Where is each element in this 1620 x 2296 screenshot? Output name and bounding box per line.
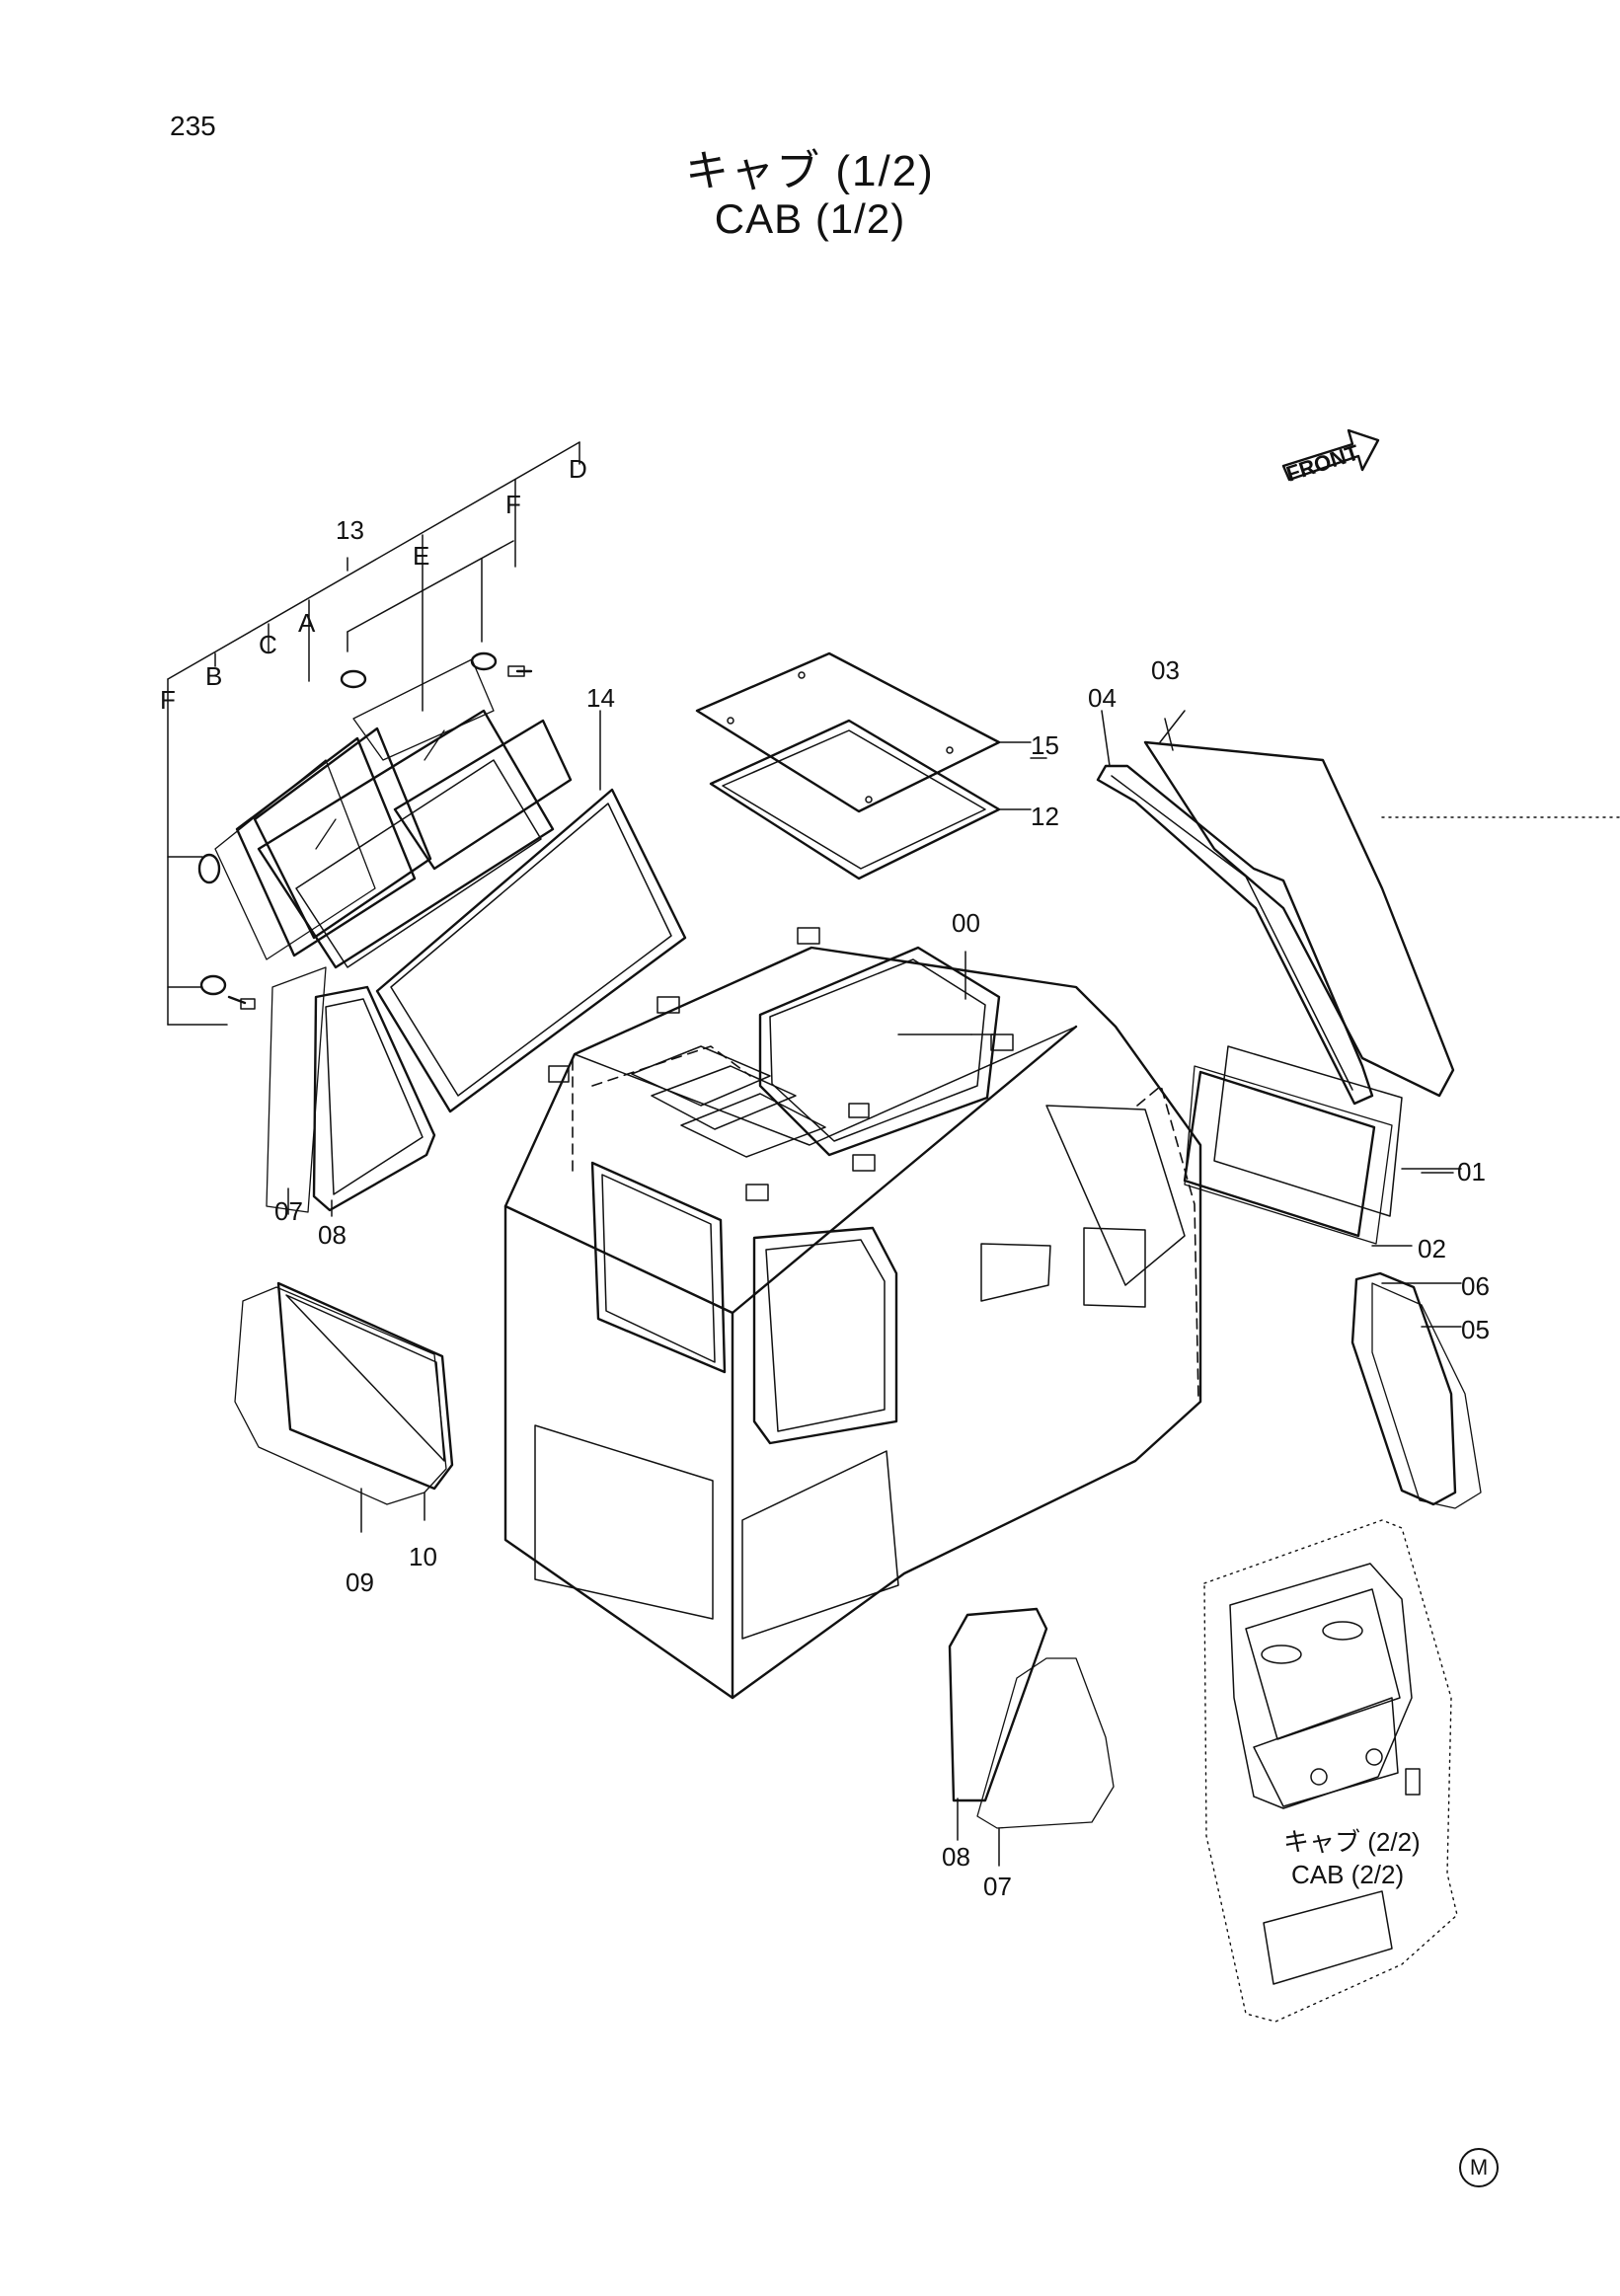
- left-triangle-window: [266, 966, 436, 1213]
- callout-C: C: [259, 630, 277, 659]
- callout-12: 12: [1031, 802, 1059, 831]
- callout-03: 03: [1151, 655, 1180, 685]
- bottom-triangle-window: [948, 1607, 1115, 1867]
- callout-F-top: F: [505, 490, 521, 519]
- rear-window-assembly: [214, 658, 687, 1113]
- callout-B: B: [205, 661, 223, 691]
- circled-m-mark: M: [1459, 2148, 1499, 2187]
- callout-E: E: [413, 541, 430, 571]
- callout-04: 04: [1088, 683, 1117, 713]
- callout-08-left: 08: [318, 1220, 347, 1250]
- page-title-english: CAB (1/2): [714, 195, 906, 242]
- callout-01: 01: [1457, 1157, 1486, 1186]
- part-13-leader-bracket: [167, 441, 580, 1026]
- clip-and-bolt-hardware: [197, 651, 533, 1010]
- right-lower-window-assembly: [1183, 1045, 1462, 1247]
- page-number: 235: [170, 111, 216, 141]
- left-side-window-assembly: [234, 1281, 454, 1533]
- callout-leader-lines: [287, 710, 1454, 1217]
- callout-05: 05: [1461, 1315, 1490, 1344]
- callout-14: 14: [586, 683, 615, 713]
- callout-08-bottom: 08: [942, 1842, 970, 1872]
- reference-cab-2-2-english: CAB (2/2): [1291, 1860, 1405, 1889]
- callout-A: A: [298, 608, 316, 638]
- right-small-window-assembly: [1350, 1271, 1482, 1509]
- callout-10: 10: [409, 1542, 437, 1571]
- callout-D: D: [569, 454, 587, 484]
- callout-07-left: 07: [274, 1196, 303, 1226]
- callout-15: 15: [1031, 730, 1059, 760]
- callout-07-bottom: 07: [983, 1872, 1012, 1901]
- reference-cab-2-2-japanese: キャブ (2/2): [1283, 1827, 1421, 1857]
- front-label: FRONT: [1283, 439, 1362, 486]
- cab-frame: [503, 927, 1202, 1700]
- page-title-japanese: キャブ (1/2): [685, 147, 935, 195]
- front-direction-arrow: FRONT: [1281, 428, 1380, 487]
- callout-06: 06: [1461, 1271, 1490, 1301]
- callout-00: 00: [952, 908, 980, 938]
- callout-F-left: F: [160, 685, 176, 715]
- roof-window-assembly: [695, 651, 1032, 880]
- right-window-assembly: [1096, 710, 1620, 1106]
- callout-09: 09: [346, 1568, 374, 1597]
- callout-02: 02: [1418, 1234, 1446, 1263]
- callout-13: 13: [336, 515, 364, 545]
- cab-2-2-reference-panel: [1203, 1519, 1458, 2023]
